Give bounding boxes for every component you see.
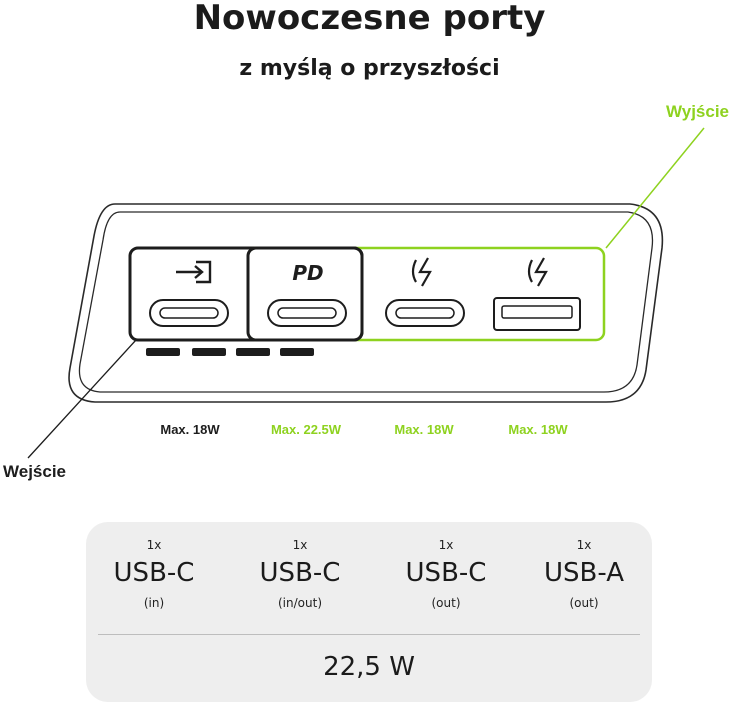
port-type: USB-A: [544, 558, 624, 588]
page-title: Nowoczesne porty: [193, 0, 546, 38]
port-count: 1x: [146, 538, 162, 552]
powerbank-inner-shell: [78, 211, 654, 393]
port-type: USB-C: [113, 558, 195, 588]
port-summary-item: 1x USB-C (in): [84, 538, 224, 610]
usb-c-port-out: [385, 299, 465, 327]
port-direction: (in): [143, 596, 165, 610]
port-direction: (out): [431, 596, 461, 610]
ports-summary-panel: 1x USB-C (in) 1x USB-C (in/out) 1x USB-C…: [86, 522, 652, 702]
panel-divider: [98, 634, 640, 635]
powerbank-outer-shell: [68, 203, 664, 403]
input-callout-line: [27, 339, 137, 459]
port-count: 1x: [576, 538, 592, 552]
port-count: 1x: [438, 538, 454, 552]
fast-charge-icon: [527, 257, 548, 287]
usb-c-port-in: [149, 299, 229, 327]
port-summary-item: 1x USB-A (out): [514, 538, 654, 610]
fast-charge-icon: [411, 257, 432, 287]
port-wattage-1: Max. 18W: [160, 422, 220, 437]
pd-icon: PD: [292, 261, 323, 285]
output-label: Wyjście: [666, 102, 730, 121]
port-summary-item: 1x USB-C (in/out): [230, 538, 370, 610]
total-power: 22,5 W: [323, 652, 415, 682]
port-wattage-4: Max. 18W: [508, 422, 568, 437]
pd-port-frame: [246, 246, 364, 342]
port-type: USB-C: [405, 558, 487, 588]
port-type: USB-C: [259, 558, 341, 588]
usb-c-port-in-out: [267, 299, 347, 327]
powerbank-illustration: PD: [27, 127, 705, 459]
port-summary-item: 1x USB-C (out): [376, 538, 516, 610]
input-arrow-icon: [176, 260, 212, 284]
port-wattage-2: Max. 22.5W: [270, 422, 342, 437]
battery-led-indicators: [146, 348, 314, 356]
port-count: 1x: [292, 538, 308, 552]
port-direction: (out): [569, 596, 599, 610]
port-wattage-3: Max. 18W: [394, 422, 454, 437]
input-label: Wejście: [3, 462, 67, 481]
page-subtitle: z myślą o przyszłości: [239, 56, 500, 81]
output-callout-line: [605, 127, 705, 249]
port-direction: (in/out): [278, 596, 322, 610]
usb-a-port-out: [493, 297, 581, 331]
